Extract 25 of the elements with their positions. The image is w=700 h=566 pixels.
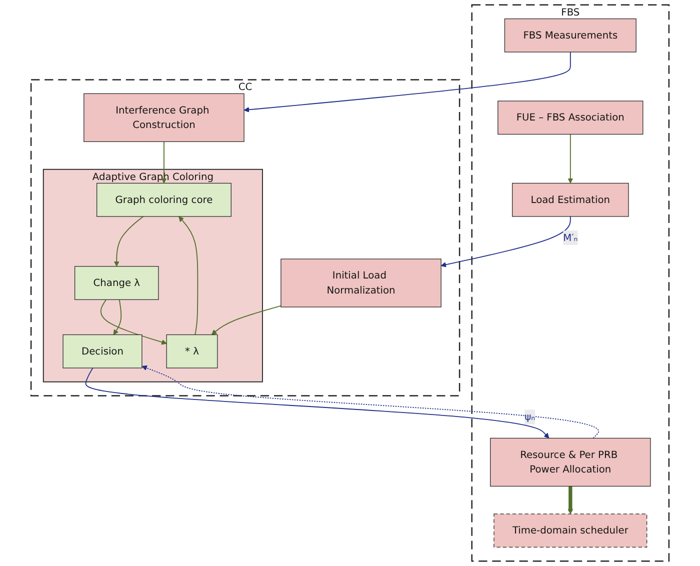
edge-label: ψₙ — [524, 410, 536, 422]
arrow — [440, 216, 571, 268]
edge-label: M′ₙ — [563, 232, 578, 244]
arrow — [100, 299, 167, 345]
node-box: * λ — [166, 334, 218, 368]
node-box: Interference Graph Construction — [84, 93, 244, 142]
arrow — [211, 305, 282, 335]
node-box: Change λ — [74, 266, 159, 300]
arrow — [113, 299, 122, 335]
node-box: Time-domain scheduler — [494, 514, 648, 548]
arrow — [244, 52, 571, 112]
node-box: FUE – FBS Association — [498, 100, 644, 135]
node-box: FBS Measurements — [504, 18, 636, 52]
arrow — [568, 486, 574, 514]
arrow — [85, 368, 550, 438]
arrow — [142, 365, 600, 439]
node-box: Resource & Per PRB Power Allocation — [490, 438, 651, 487]
node-box: Decision — [62, 334, 142, 368]
node-box: Load Estimation — [512, 182, 629, 217]
arrow — [568, 134, 574, 184]
node-box: Graph coloring core — [96, 182, 232, 217]
arrow — [178, 216, 198, 336]
arrow — [161, 141, 167, 184]
arrow — [114, 216, 144, 267]
node-box: Initial Load Normalization — [280, 258, 442, 308]
